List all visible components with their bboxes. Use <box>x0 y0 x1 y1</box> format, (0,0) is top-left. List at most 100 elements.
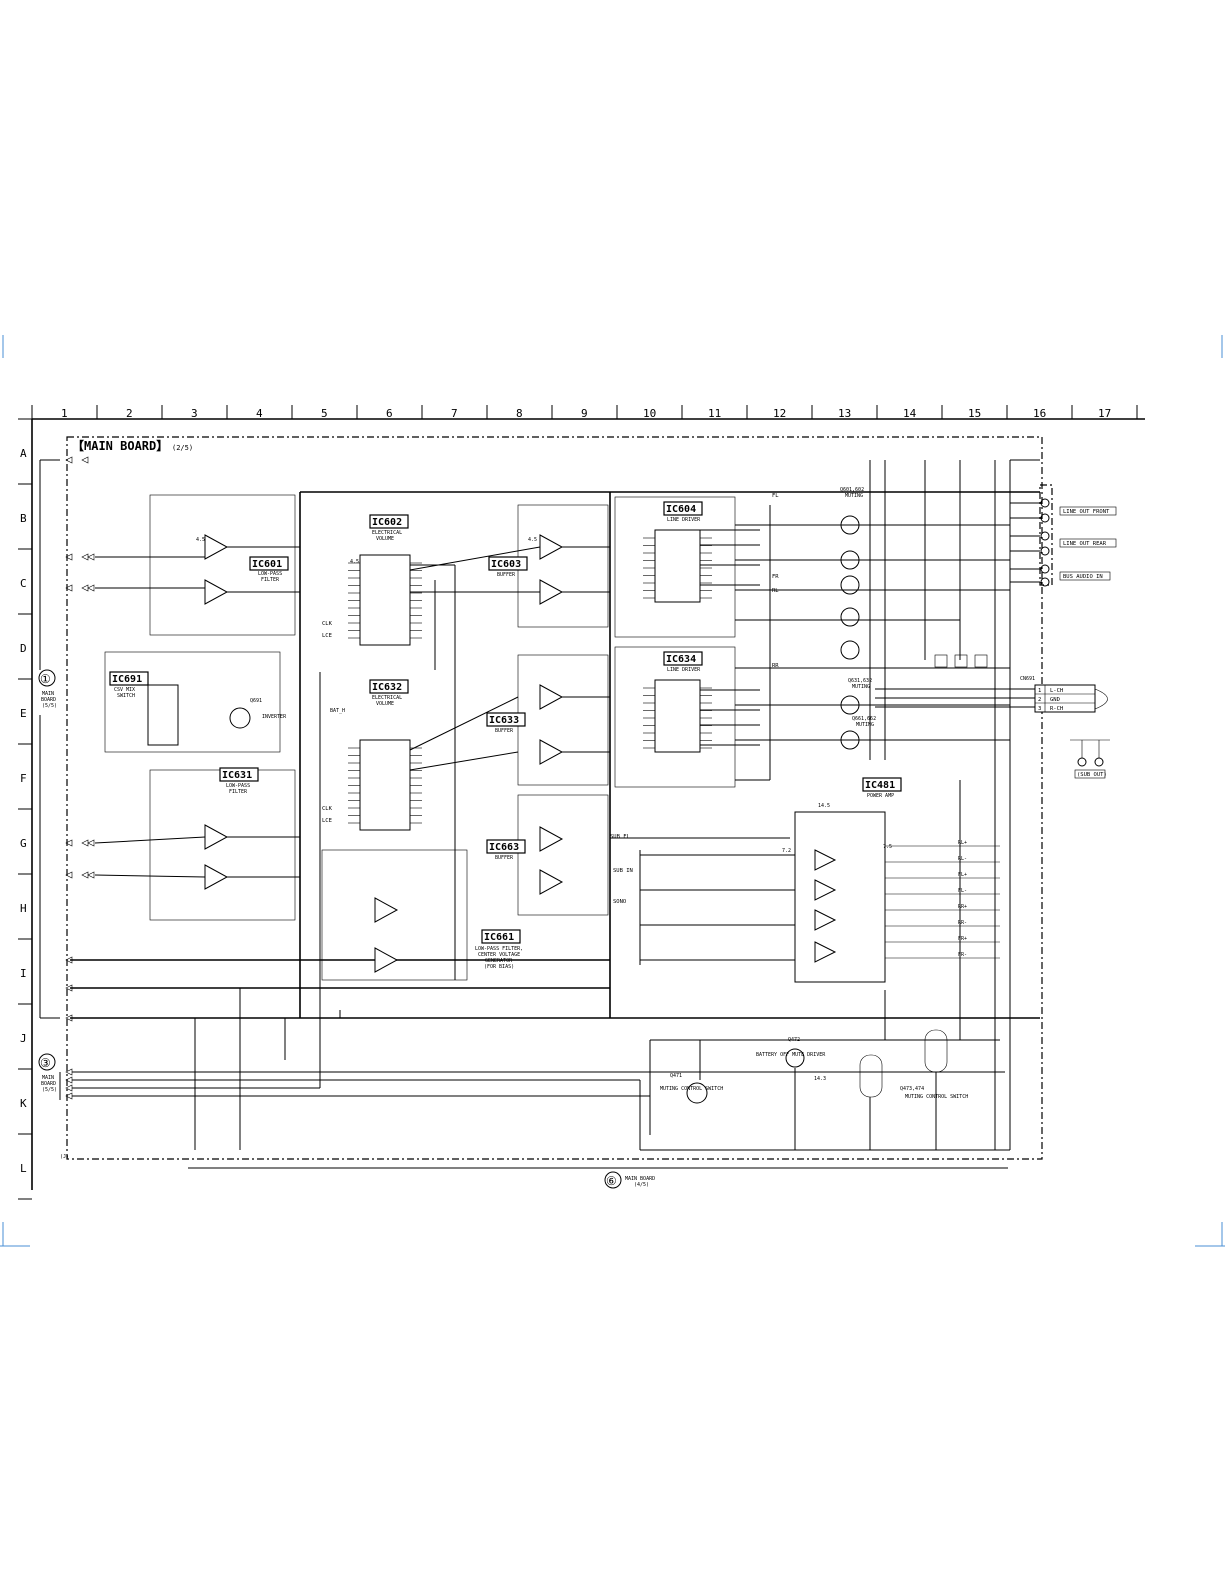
voltage-label: 4.5 <box>350 559 359 565</box>
connector-name: MAIN BOARD <box>625 1176 655 1182</box>
output-label: BUS AUDIO IN <box>1063 574 1103 580</box>
signal-label: SONO <box>613 899 626 905</box>
column-label: 12 <box>773 407 786 420</box>
voltage-labels: 4.5 4.5 4.5 7.5 7.2 14.5 14.3 <box>196 537 892 1082</box>
column-label: 17 <box>1098 407 1111 420</box>
row-label: E <box>20 707 27 720</box>
connector-name: MAIN <box>42 1075 54 1081</box>
speaker-output-label: FL- <box>958 888 967 894</box>
ic602-block: IC602 ELECTRICAL VOLUME <box>348 514 422 646</box>
ic-desc: ELECTRICAL <box>372 695 402 701</box>
connector-number: ① <box>40 672 51 686</box>
column-label: 1 <box>61 407 68 420</box>
grid-frame <box>31 418 1145 1190</box>
signal-label: RL <box>772 588 779 594</box>
output-label: LINE OUT REAR <box>1063 541 1107 547</box>
ic602-pins <box>348 562 422 639</box>
transistor-label: Q471 <box>670 1073 682 1079</box>
row-label: C <box>20 577 27 590</box>
signal-label: FL <box>772 493 779 499</box>
ic632-pins <box>348 747 422 824</box>
ic-desc: (FOR BIAS) <box>484 964 514 970</box>
column-label: 3 <box>191 407 198 420</box>
row-label: G <box>20 837 27 850</box>
ic-label-ic661: IC661 <box>484 932 514 943</box>
signal-label: CLK <box>322 621 333 627</box>
ic-desc: VOLUME <box>376 536 394 542</box>
transistor-label: Q601,602 <box>840 487 864 493</box>
column-label: 4 <box>256 407 263 420</box>
row-label: H <box>20 902 27 915</box>
connector-board: BOARD <box>41 697 56 703</box>
ic-desc: LOW-PASS <box>258 571 282 577</box>
row-ticks <box>18 418 32 1200</box>
ic-desc: BUFFER <box>495 855 514 861</box>
ic-desc: LOW-PASS FILTER, <box>475 946 523 952</box>
ic-label-ic633: IC633 <box>489 715 519 726</box>
transistor-label: Q691 <box>250 698 262 704</box>
ic-desc: CSV MIX <box>114 687 135 693</box>
pin-name: R-CH <box>1050 706 1063 712</box>
column-labels: 1 2 3 4 5 6 7 8 9 10 11 12 13 14 15 16 1… <box>61 407 1111 420</box>
right-output-jacks: LINE OUT FRONT LINE OUT REAR BUS AUDIO I… <box>1039 484 1117 587</box>
board-title: 【MAIN BOARD】 <box>72 438 168 453</box>
connector-page: (5/5) <box>42 703 57 709</box>
ic481-block: IC481 POWER AMP RL+RL-FL+FL-RR+RR-FR+FR- <box>794 777 1000 983</box>
signal-label: CLK <box>322 806 333 812</box>
row-label: D <box>20 642 27 655</box>
ic-desc: CENTER VOLTAGE <box>478 952 520 958</box>
row-label: K <box>20 1097 27 1110</box>
output-label: LINE OUT FRONT <box>1063 509 1110 515</box>
ic-desc: LOW-PASS <box>226 783 250 789</box>
ic603-block: IC603 BUFFER <box>409 504 610 628</box>
ic691-block: IC691 CSV MIX SWITCH Q691 INVERTER <box>104 651 287 753</box>
ic-desc: VOLUME <box>376 701 394 707</box>
row-label: L <box>20 1162 27 1175</box>
pin-number: 2 <box>1038 697 1041 703</box>
connector-number: ⑥ <box>606 1174 617 1188</box>
column-label: 6 <box>386 407 393 420</box>
left-pin-arrows <box>65 456 95 1100</box>
speaker-output-label: FR- <box>958 952 967 958</box>
transistor-desc: INVERTER <box>262 714 287 720</box>
ic631-block: IC631 LOW-PASS FILTER <box>94 767 300 921</box>
column-ticks <box>31 405 1138 419</box>
bottom-connector-6: ⑥ MAIN BOARD (4/5) <box>188 1167 1008 1189</box>
transistor-desc: MUTING <box>845 493 863 499</box>
ic661-block: IC661 LOW-PASS FILTER, CENTER VOLTAGE GE… <box>321 849 523 981</box>
connector-name: MAIN <box>42 691 54 697</box>
row-label: A <box>20 447 27 460</box>
transistor-desc: MUTING CONTROL SWITCH <box>660 1086 723 1092</box>
column-label: 14 <box>903 407 917 420</box>
connector-page: (4/5) <box>634 1182 649 1188</box>
row-label: B <box>20 512 27 525</box>
speaker-output-label: RL- <box>958 856 967 862</box>
ic-label-ic604: IC604 <box>666 504 696 515</box>
board-outline <box>66 436 1043 1160</box>
ic-desc: BUFFER <box>495 728 514 734</box>
left-connector-1: ① MAIN BOARD (5/5) <box>38 459 60 1019</box>
ic-label-ic634: IC634 <box>666 654 696 665</box>
speaker-output-label: FR+ <box>958 936 967 942</box>
ic-label-ic603: IC603 <box>491 559 521 570</box>
row-label: J <box>20 1032 27 1045</box>
ic-label-ic481: IC481 <box>865 780 895 791</box>
column-label: 15 <box>968 407 981 420</box>
signal-labels: FL RL FR RR SUB FL SUB IN SONO CLK LCE C… <box>322 493 779 905</box>
voltage-label: 14.3 <box>814 1076 826 1082</box>
connector-page: (5/5) <box>42 1087 57 1093</box>
signal-label: LCE <box>322 633 332 639</box>
column-label: 8 <box>516 407 523 420</box>
signal-label: LCE <box>322 818 332 824</box>
ic-label-ic691: IC691 <box>112 674 142 685</box>
column-label: 13 <box>838 407 851 420</box>
interconnect-wiring <box>194 459 1040 1150</box>
ic663-block: IC663 BUFFER <box>486 794 609 916</box>
power-rails <box>70 491 1040 1151</box>
ic632-block: IC632 ELECTRICAL VOLUME BAT_H <box>330 679 422 831</box>
pin-name: L-CH <box>1050 688 1063 694</box>
row-labels: A B C D E F G H I J K L <box>20 447 27 1175</box>
ic-desc: POWER AMP <box>867 793 894 799</box>
